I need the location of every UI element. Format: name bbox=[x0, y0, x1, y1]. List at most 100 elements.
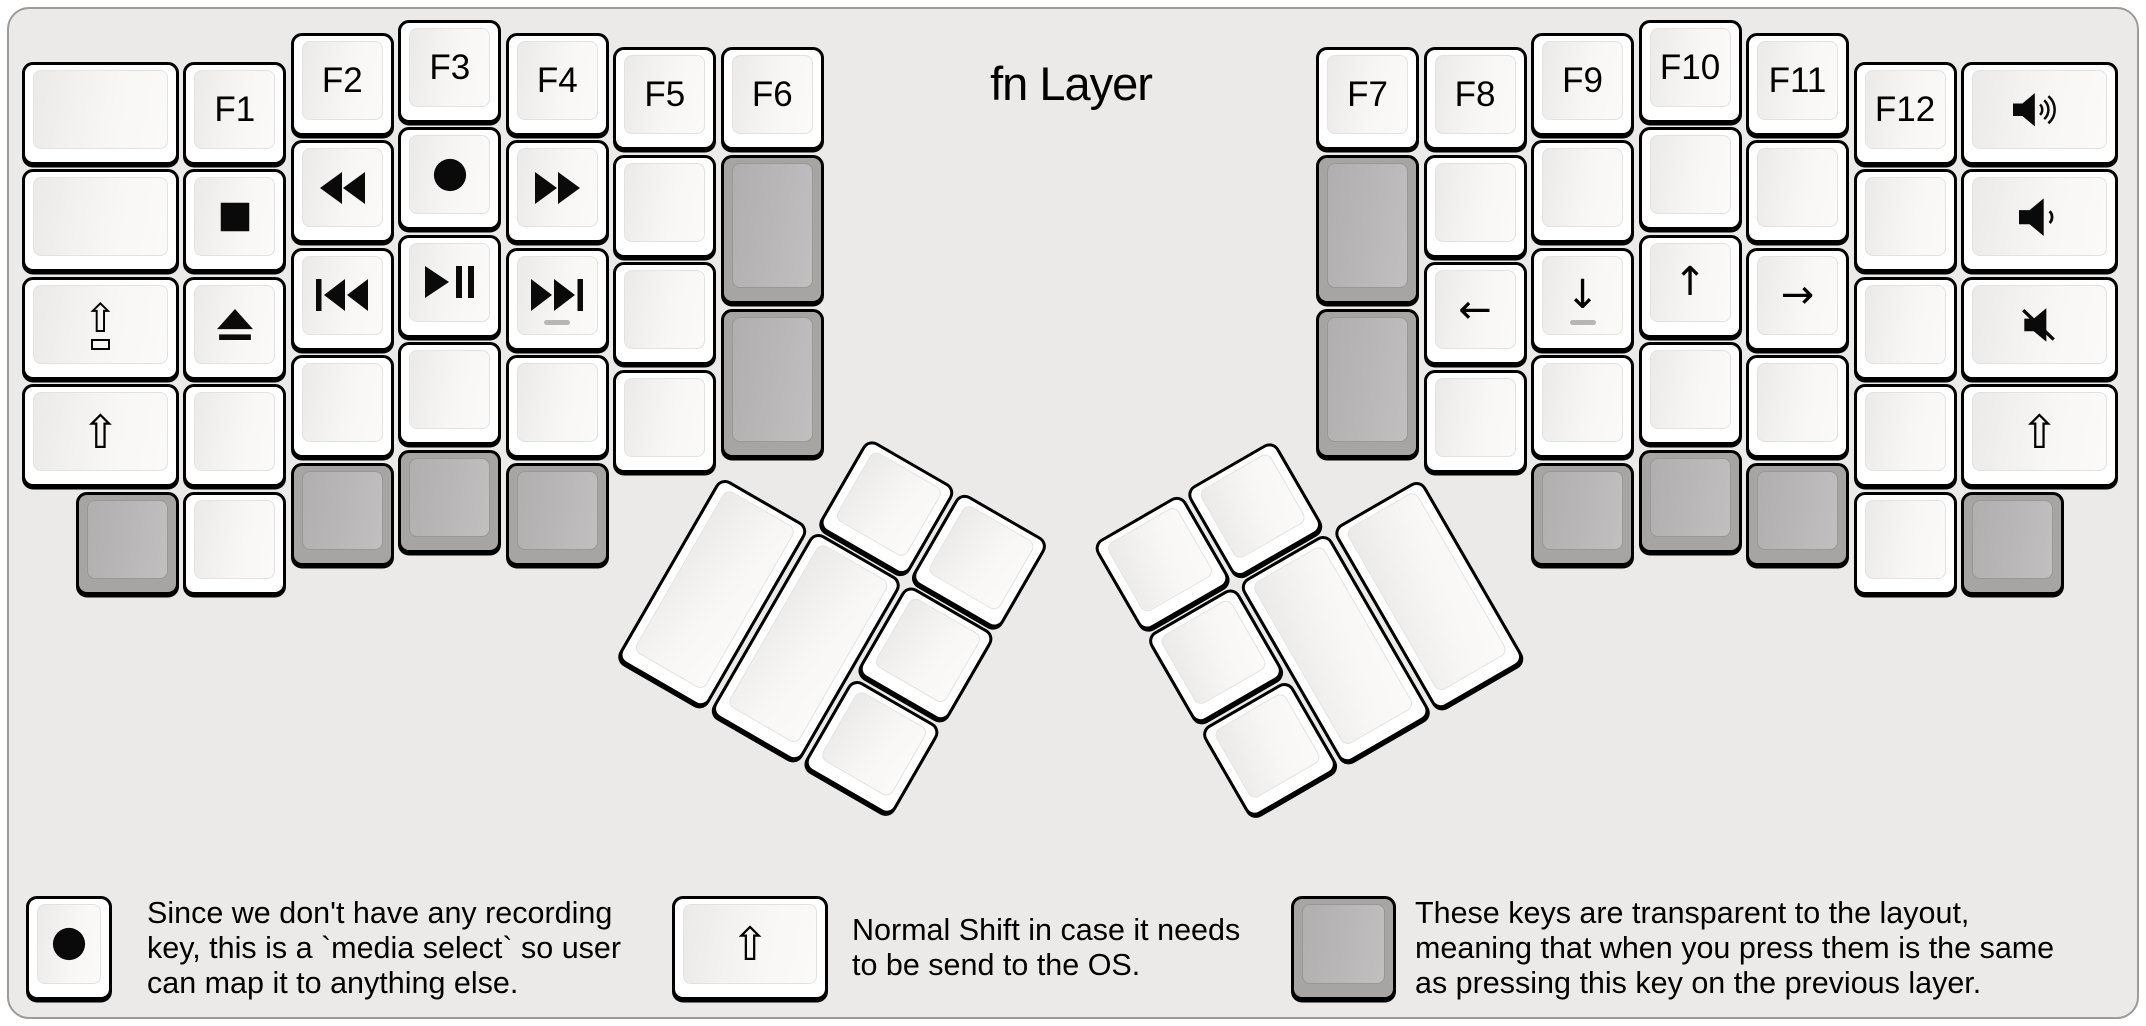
key-blank[interactable] bbox=[1638, 342, 1742, 445]
volume-down-icon bbox=[2019, 198, 2054, 236]
key-label: F7 bbox=[1347, 75, 1388, 115]
key-prev-track[interactable] bbox=[290, 247, 394, 351]
key-arrow-right[interactable]: → bbox=[1746, 247, 1849, 351]
key-transparent[interactable] bbox=[720, 154, 824, 305]
legend-line: These keys are transparent to the layout… bbox=[1415, 895, 1970, 930]
keycap bbox=[33, 177, 168, 257]
keycap bbox=[1864, 177, 1946, 257]
key-blank[interactable] bbox=[1853, 491, 1957, 595]
down-arrow-icon: ↓ bbox=[1565, 272, 1600, 319]
key-blank[interactable] bbox=[1853, 276, 1957, 380]
shift-icon: ⇧ bbox=[2020, 404, 2059, 459]
key-blank[interactable] bbox=[1853, 169, 1957, 273]
keycap bbox=[86, 499, 168, 579]
key-blank[interactable] bbox=[1746, 355, 1849, 459]
key-fast-forward[interactable] bbox=[505, 140, 609, 244]
key-blank[interactable] bbox=[613, 369, 717, 473]
key-f2[interactable]: F2 bbox=[290, 32, 394, 136]
key-transparent[interactable] bbox=[1961, 491, 2064, 595]
key-blank[interactable] bbox=[183, 491, 287, 595]
key-transparent[interactable] bbox=[1746, 462, 1849, 566]
keycap bbox=[1327, 316, 1408, 443]
up-arrow-icon: ↑ bbox=[1673, 259, 1707, 305]
key-blank[interactable] bbox=[183, 384, 287, 488]
stop-icon bbox=[220, 202, 249, 232]
key-blank[interactable] bbox=[613, 154, 717, 258]
keycap bbox=[1864, 392, 1946, 472]
key-volume-down[interactable] bbox=[1961, 169, 2118, 273]
key-f9[interactable]: F9 bbox=[1531, 32, 1634, 136]
keycap: → bbox=[1757, 255, 1838, 335]
key-f5[interactable]: F5 bbox=[613, 47, 717, 151]
keycap bbox=[301, 470, 383, 550]
key-stop[interactable] bbox=[183, 169, 287, 273]
key-blank[interactable] bbox=[613, 262, 717, 366]
legend-line: Since we don't have any recording bbox=[147, 895, 613, 930]
keycap bbox=[1972, 177, 2107, 257]
keycap: F2 bbox=[301, 40, 383, 120]
keycap bbox=[1542, 363, 1623, 443]
key-transparent[interactable] bbox=[505, 462, 609, 566]
keycap bbox=[194, 392, 276, 472]
key-blank[interactable] bbox=[505, 355, 609, 459]
key-blank[interactable] bbox=[1531, 355, 1634, 459]
key-f6[interactable]: F6 bbox=[720, 47, 824, 151]
keycap: ↑ bbox=[1649, 242, 1731, 322]
key-f4[interactable]: F4 bbox=[505, 32, 609, 136]
keycap: F3 bbox=[409, 27, 491, 107]
key-blank[interactable] bbox=[22, 61, 179, 165]
key-transparent[interactable] bbox=[75, 491, 179, 595]
key-blank[interactable] bbox=[1746, 140, 1849, 244]
key-blank[interactable] bbox=[1423, 369, 1527, 473]
keycap bbox=[194, 177, 276, 257]
key-blank[interactable] bbox=[1531, 140, 1634, 244]
key-f3[interactable]: F3 bbox=[398, 19, 502, 123]
key-blank[interactable] bbox=[398, 342, 502, 445]
key-next-track[interactable] bbox=[505, 247, 609, 351]
keycap: F10 bbox=[1649, 27, 1731, 107]
key-media-select[interactable] bbox=[398, 127, 502, 230]
key-f7[interactable]: F7 bbox=[1316, 47, 1419, 151]
keycap: ⇧ bbox=[1972, 392, 2107, 472]
key-blank[interactable] bbox=[290, 355, 394, 459]
key-caps-lock[interactable]: ⇧ bbox=[22, 276, 179, 380]
key-eject[interactable] bbox=[183, 276, 287, 380]
key-f11[interactable]: F11 bbox=[1746, 32, 1849, 136]
key-rewind[interactable] bbox=[290, 140, 394, 244]
record-icon bbox=[433, 158, 466, 191]
key-shift-left[interactable]: ⇧ bbox=[22, 384, 179, 488]
key-transparent[interactable] bbox=[1316, 308, 1419, 459]
key-blank[interactable] bbox=[1853, 384, 1957, 488]
caps-lock-icon: ⇧ bbox=[84, 299, 117, 350]
key-arrow-down[interactable]: ↓ bbox=[1531, 247, 1634, 351]
key-blank[interactable] bbox=[1423, 154, 1527, 258]
keycap: ⇧ bbox=[683, 904, 817, 984]
key-arrow-up[interactable]: ↑ bbox=[1638, 234, 1742, 338]
keycap bbox=[409, 242, 491, 322]
key-transparent[interactable] bbox=[290, 462, 394, 566]
key-play-pause[interactable] bbox=[398, 234, 502, 338]
key-mute[interactable] bbox=[1961, 276, 2118, 380]
key-transparent[interactable] bbox=[1316, 154, 1419, 305]
key-arrow-left[interactable]: ← bbox=[1423, 262, 1527, 366]
keycap bbox=[624, 270, 706, 350]
key-f10[interactable]: F10 bbox=[1638, 19, 1742, 123]
key-transparent[interactable] bbox=[1531, 462, 1634, 566]
keycap bbox=[37, 904, 101, 984]
key-volume-up[interactable] bbox=[1961, 61, 2118, 165]
key-f8[interactable]: F8 bbox=[1423, 47, 1527, 151]
keycap bbox=[301, 363, 383, 443]
key-transparent[interactable] bbox=[1638, 449, 1742, 553]
record-icon bbox=[52, 927, 86, 961]
key-transparent[interactable] bbox=[720, 308, 824, 459]
key-shift-right[interactable]: ⇧ bbox=[1961, 384, 2118, 488]
key-label: F8 bbox=[1454, 75, 1496, 115]
key-blank[interactable] bbox=[22, 169, 179, 273]
legend-key-shift: ⇧ bbox=[672, 896, 828, 1000]
key-blank[interactable] bbox=[1638, 127, 1742, 230]
key-f1[interactable]: F1 bbox=[183, 61, 287, 165]
key-transparent[interactable] bbox=[398, 449, 502, 553]
key-f12[interactable]: F12 bbox=[1853, 61, 1957, 165]
